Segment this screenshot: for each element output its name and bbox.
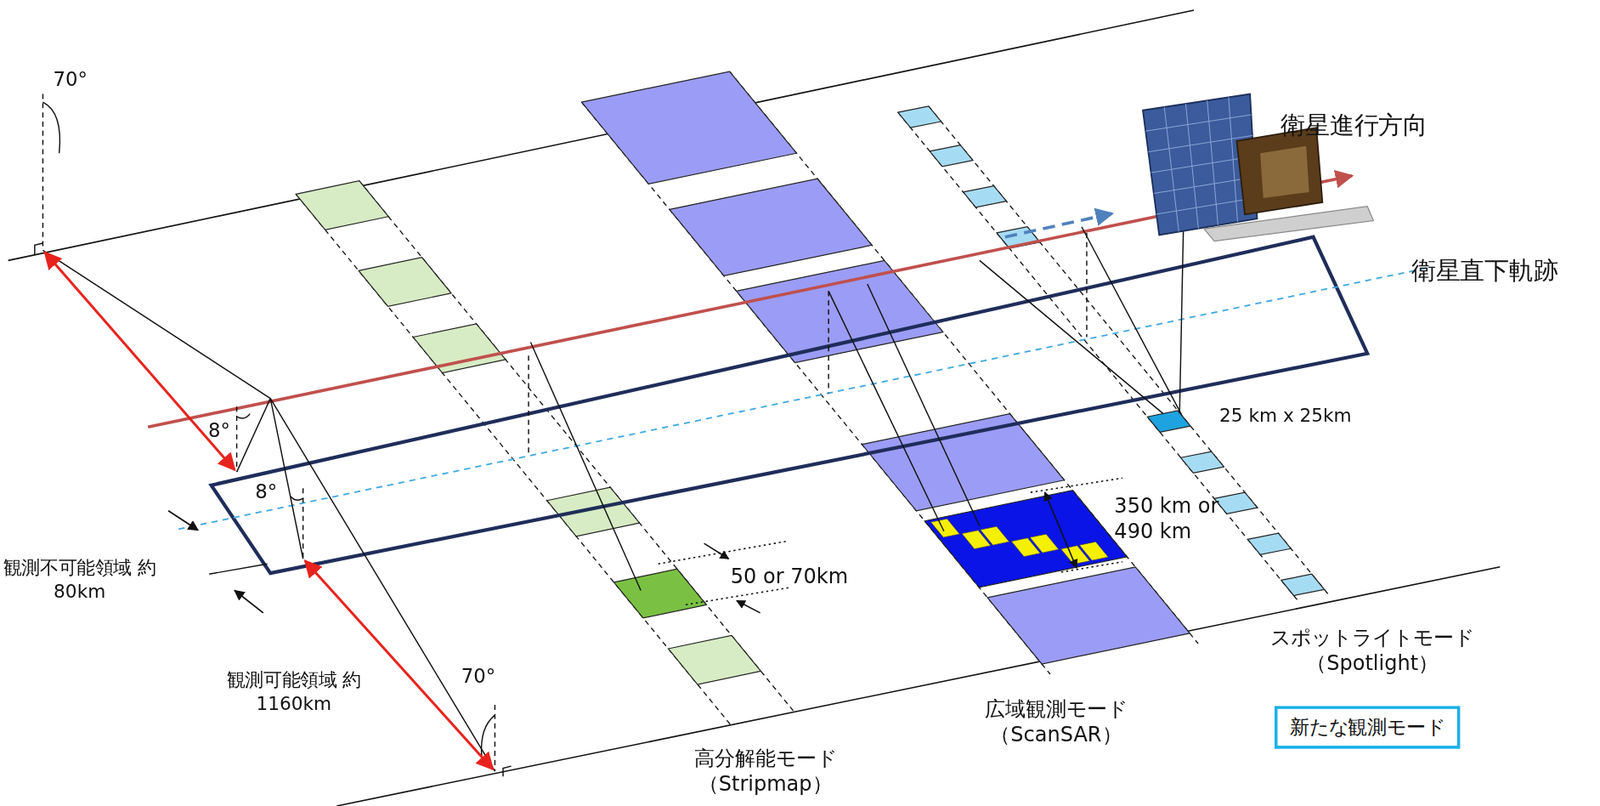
spotlight-scene [1147,410,1191,432]
mode-label: スポットライトモード （Spotlight） [1262,624,1482,676]
scansar-scene [861,413,1064,511]
spotlight-scene [898,106,942,128]
spotlight-scene [1214,491,1258,514]
panel-grid [1156,197,1256,215]
box-text: 新たな観測モード [1289,713,1446,741]
direction-label: 衛星進行方向 [1280,110,1428,142]
spotlight-scene [1181,451,1225,473]
swath-edge [928,106,1331,597]
swath-edge [729,71,1199,644]
stripmap-scene [358,257,452,307]
scansar-scene [669,178,872,276]
angle: 70° [461,663,496,689]
region-label: 観測不可能領域 約80km [3,556,157,603]
scansar-scene [987,566,1190,664]
scansar-scene [736,260,944,362]
stripmap-scene [667,634,761,685]
panel-grid [1153,176,1256,193]
dimension: 350 km or 490 km [1113,492,1227,544]
burst-cell [1079,541,1109,560]
spotlight-scene [929,145,973,167]
dimension: 25 km x 25km [1219,404,1352,428]
panel-grid [1145,114,1251,131]
track-label: 衛星直下軌跡 [1411,254,1559,286]
dimension: 50 or 70km [730,563,849,589]
burst-cell [1029,533,1059,553]
spotlight-scene [1247,532,1291,555]
scansar-scene [924,490,1127,588]
stripmap-scene [412,323,506,374]
stripmap-scene [547,486,640,537]
stripmap-scene [613,568,707,618]
burst-cell [930,518,960,538]
mode-label: 高分解能モード （Stripmap） [681,745,850,797]
region-label: 観測可能領域 約1160km [217,668,371,715]
spotlight-scene [1281,573,1325,595]
spotlight-scene [963,186,1007,208]
scansar-scene [582,71,798,184]
burst-cell [980,525,1010,545]
mode-label: 広域観測モード （ScanSAR） [972,695,1141,747]
angle: 70° [52,67,87,92]
swath-edge [582,101,1051,674]
angle: 8° [208,418,231,444]
stripmap-scene [295,180,389,231]
angle: 8° [254,480,278,505]
mode-box: 新たな観測モード [1274,705,1461,748]
